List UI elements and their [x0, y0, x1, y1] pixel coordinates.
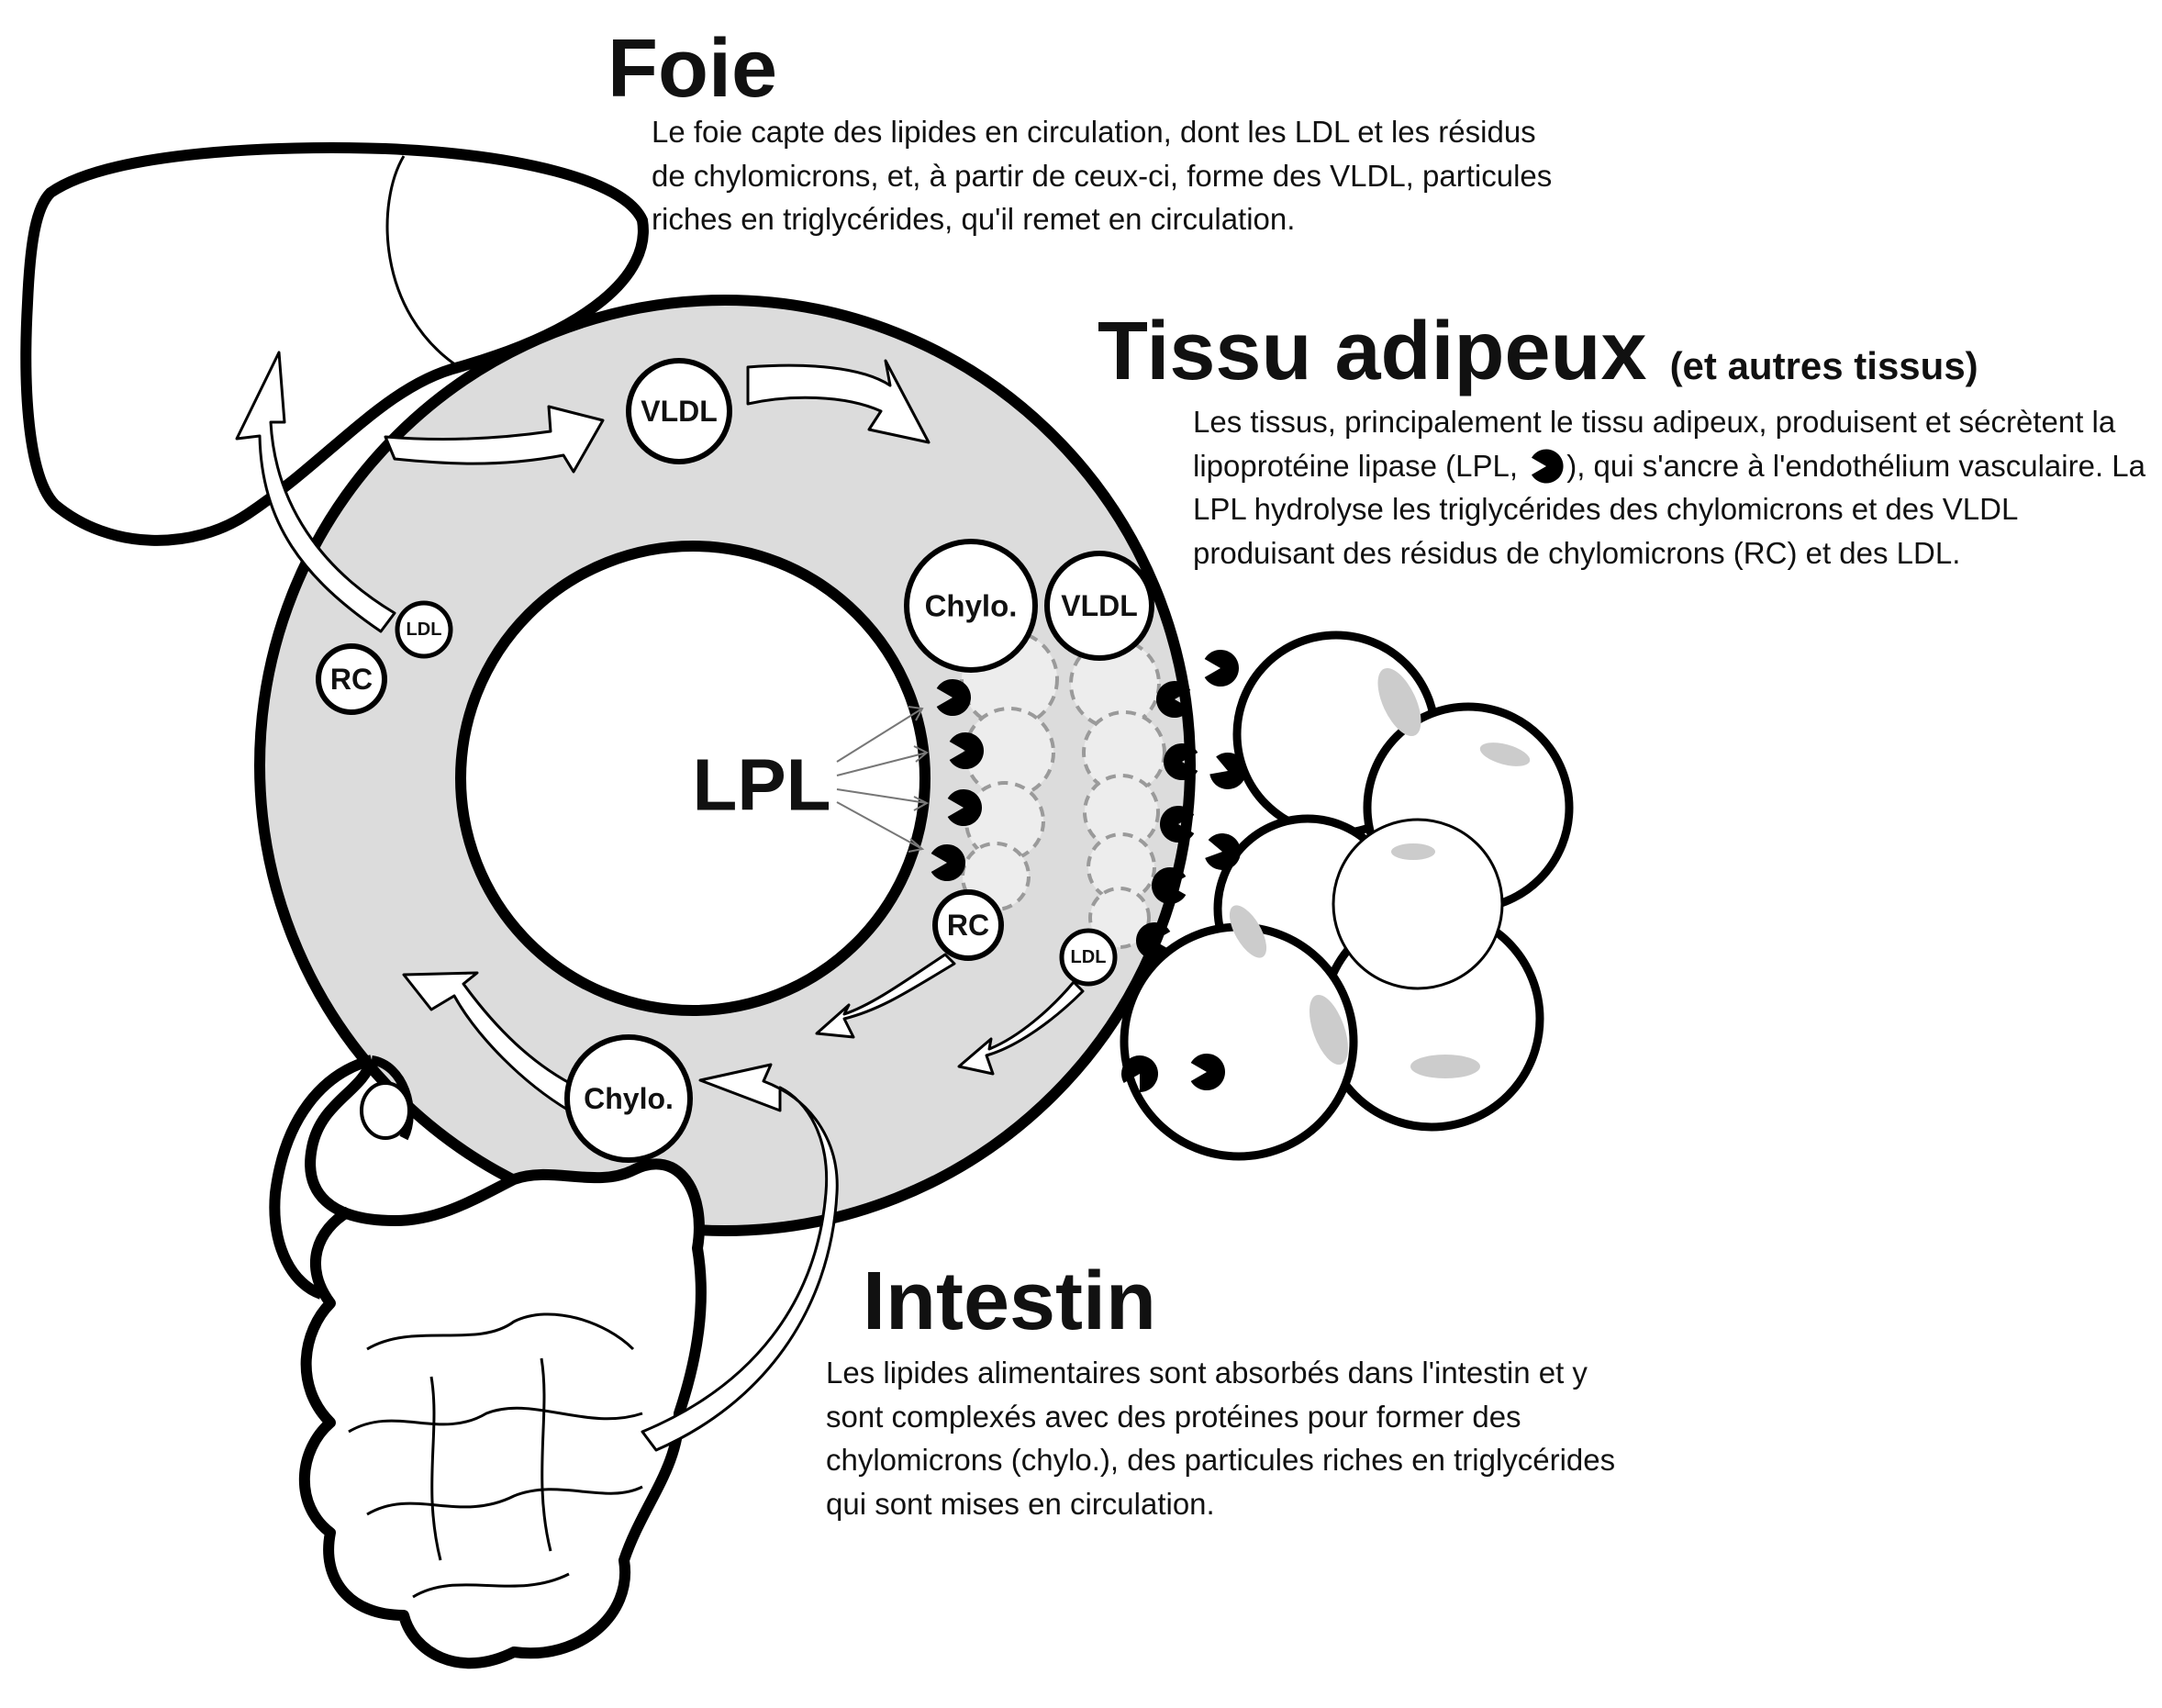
lpl-enzyme-icon	[1526, 449, 1566, 484]
adipose-title-main: Tissu adipeux	[1098, 306, 1647, 397]
particle-vldl-vessel: VLDL	[1047, 553, 1152, 658]
particle-vldl-liver: VLDL	[629, 361, 730, 462]
svg-text:RC: RC	[947, 909, 989, 942]
svg-text:VLDL: VLDL	[1061, 589, 1138, 622]
liver-title: Foie	[607, 28, 777, 110]
liver-description: Le foie capte des lipides en circulation…	[652, 110, 1560, 241]
adipose-description: Les tissus, principalement le tissu adip…	[1193, 400, 2156, 575]
particle-rc-liver: RC	[318, 646, 384, 712]
svg-text:LDL: LDL	[407, 620, 442, 640]
particle-ldl-vessel: LDL	[1062, 931, 1115, 984]
particle-chylo-intestine: Chylo.	[567, 1037, 690, 1160]
svg-text:LDL: LDL	[1071, 947, 1107, 967]
adipose-title: Tissu adipeux (et autres tissus)	[1098, 310, 1978, 393]
svg-text:Chylo.: Chylo.	[584, 1082, 674, 1115]
intestine-title: Intestin	[863, 1260, 1156, 1343]
particle-chylo-vessel: Chylo.	[907, 541, 1035, 670]
svg-text:VLDL: VLDL	[641, 395, 718, 428]
intestine-description: Les lipides alimentaires sont absorbés d…	[826, 1351, 1643, 1525]
particle-ldl-liver: LDL	[397, 603, 451, 656]
lpl-enzyme-icon	[1205, 650, 1239, 687]
adipose-subtitle: (et autres tissus)	[1670, 344, 1978, 387]
lpl-center-label: LPL	[692, 744, 830, 826]
svg-text:Chylo.: Chylo.	[925, 589, 1018, 623]
particle-rc-vessel: RC	[935, 892, 1001, 958]
svg-text:RC: RC	[330, 663, 373, 696]
